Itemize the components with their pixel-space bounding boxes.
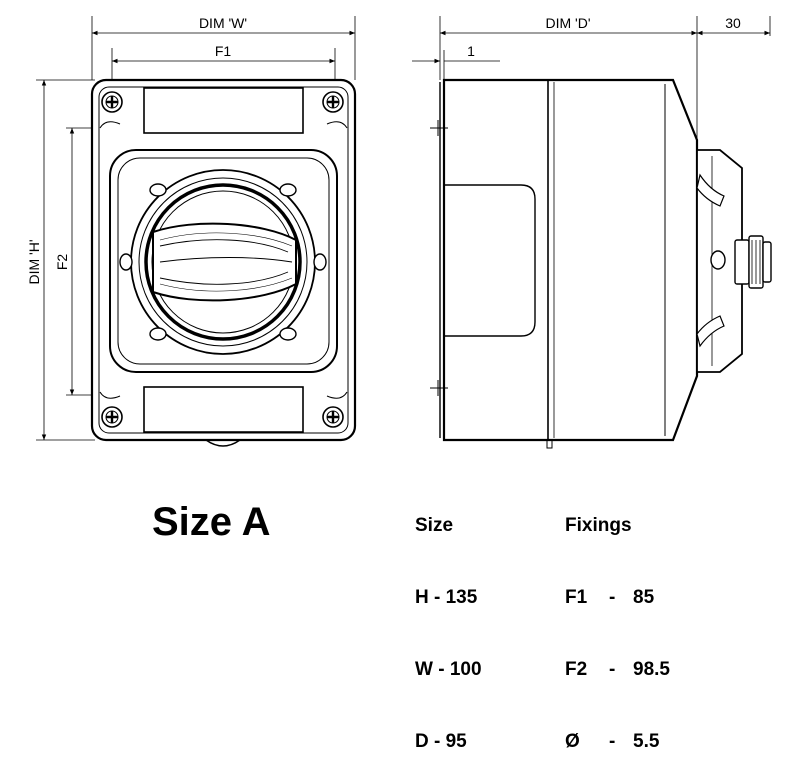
dim-30-label: 30 xyxy=(725,15,741,31)
switch-panel xyxy=(109,149,338,373)
dim-1-label: 1 xyxy=(467,43,475,59)
fixing-row-f1: F1-85 xyxy=(565,587,655,608)
top-label-window xyxy=(143,87,304,134)
fixings-table: Fixings F1-85 F2-98.5 Ø-5.5 xyxy=(565,466,670,778)
enclosure-side-body xyxy=(442,78,699,442)
screw-icon xyxy=(101,91,123,113)
dim-f1-label: F1 xyxy=(215,43,232,59)
bottom-label-window xyxy=(143,386,304,433)
technical-drawing: DIM 'W' F1 DIM 'H' F2 DIM 'D' 30 1 xyxy=(26,15,772,449)
size-row-w: W - 100 xyxy=(415,659,482,680)
rotary-handle xyxy=(152,222,297,302)
cable-gland xyxy=(710,235,772,289)
fixings-heading: Fixings xyxy=(565,515,632,536)
screw-icon xyxy=(322,91,344,113)
size-heading: Size xyxy=(415,515,454,536)
dim-d-label: DIM 'D' xyxy=(545,15,590,31)
front-view xyxy=(36,16,357,447)
size-row-h: H - 135 xyxy=(415,587,478,608)
screw-icon xyxy=(101,406,123,428)
lid-recess xyxy=(444,184,536,337)
fixing-row-diameter: Ø-5.5 xyxy=(565,731,660,752)
size-table: Size H - 135 W - 100 D - 95 xyxy=(415,466,482,778)
screw-icon xyxy=(322,406,344,428)
size-row-d: D - 95 xyxy=(415,731,467,752)
side-view xyxy=(412,16,772,449)
size-title: Size A xyxy=(152,500,271,544)
fixing-row-f2: F2-98.5 xyxy=(565,659,670,680)
dim-f2-label: F2 xyxy=(54,254,70,271)
dim-h-label: DIM 'H' xyxy=(26,239,42,284)
dim-w-label: DIM 'W' xyxy=(199,15,247,31)
